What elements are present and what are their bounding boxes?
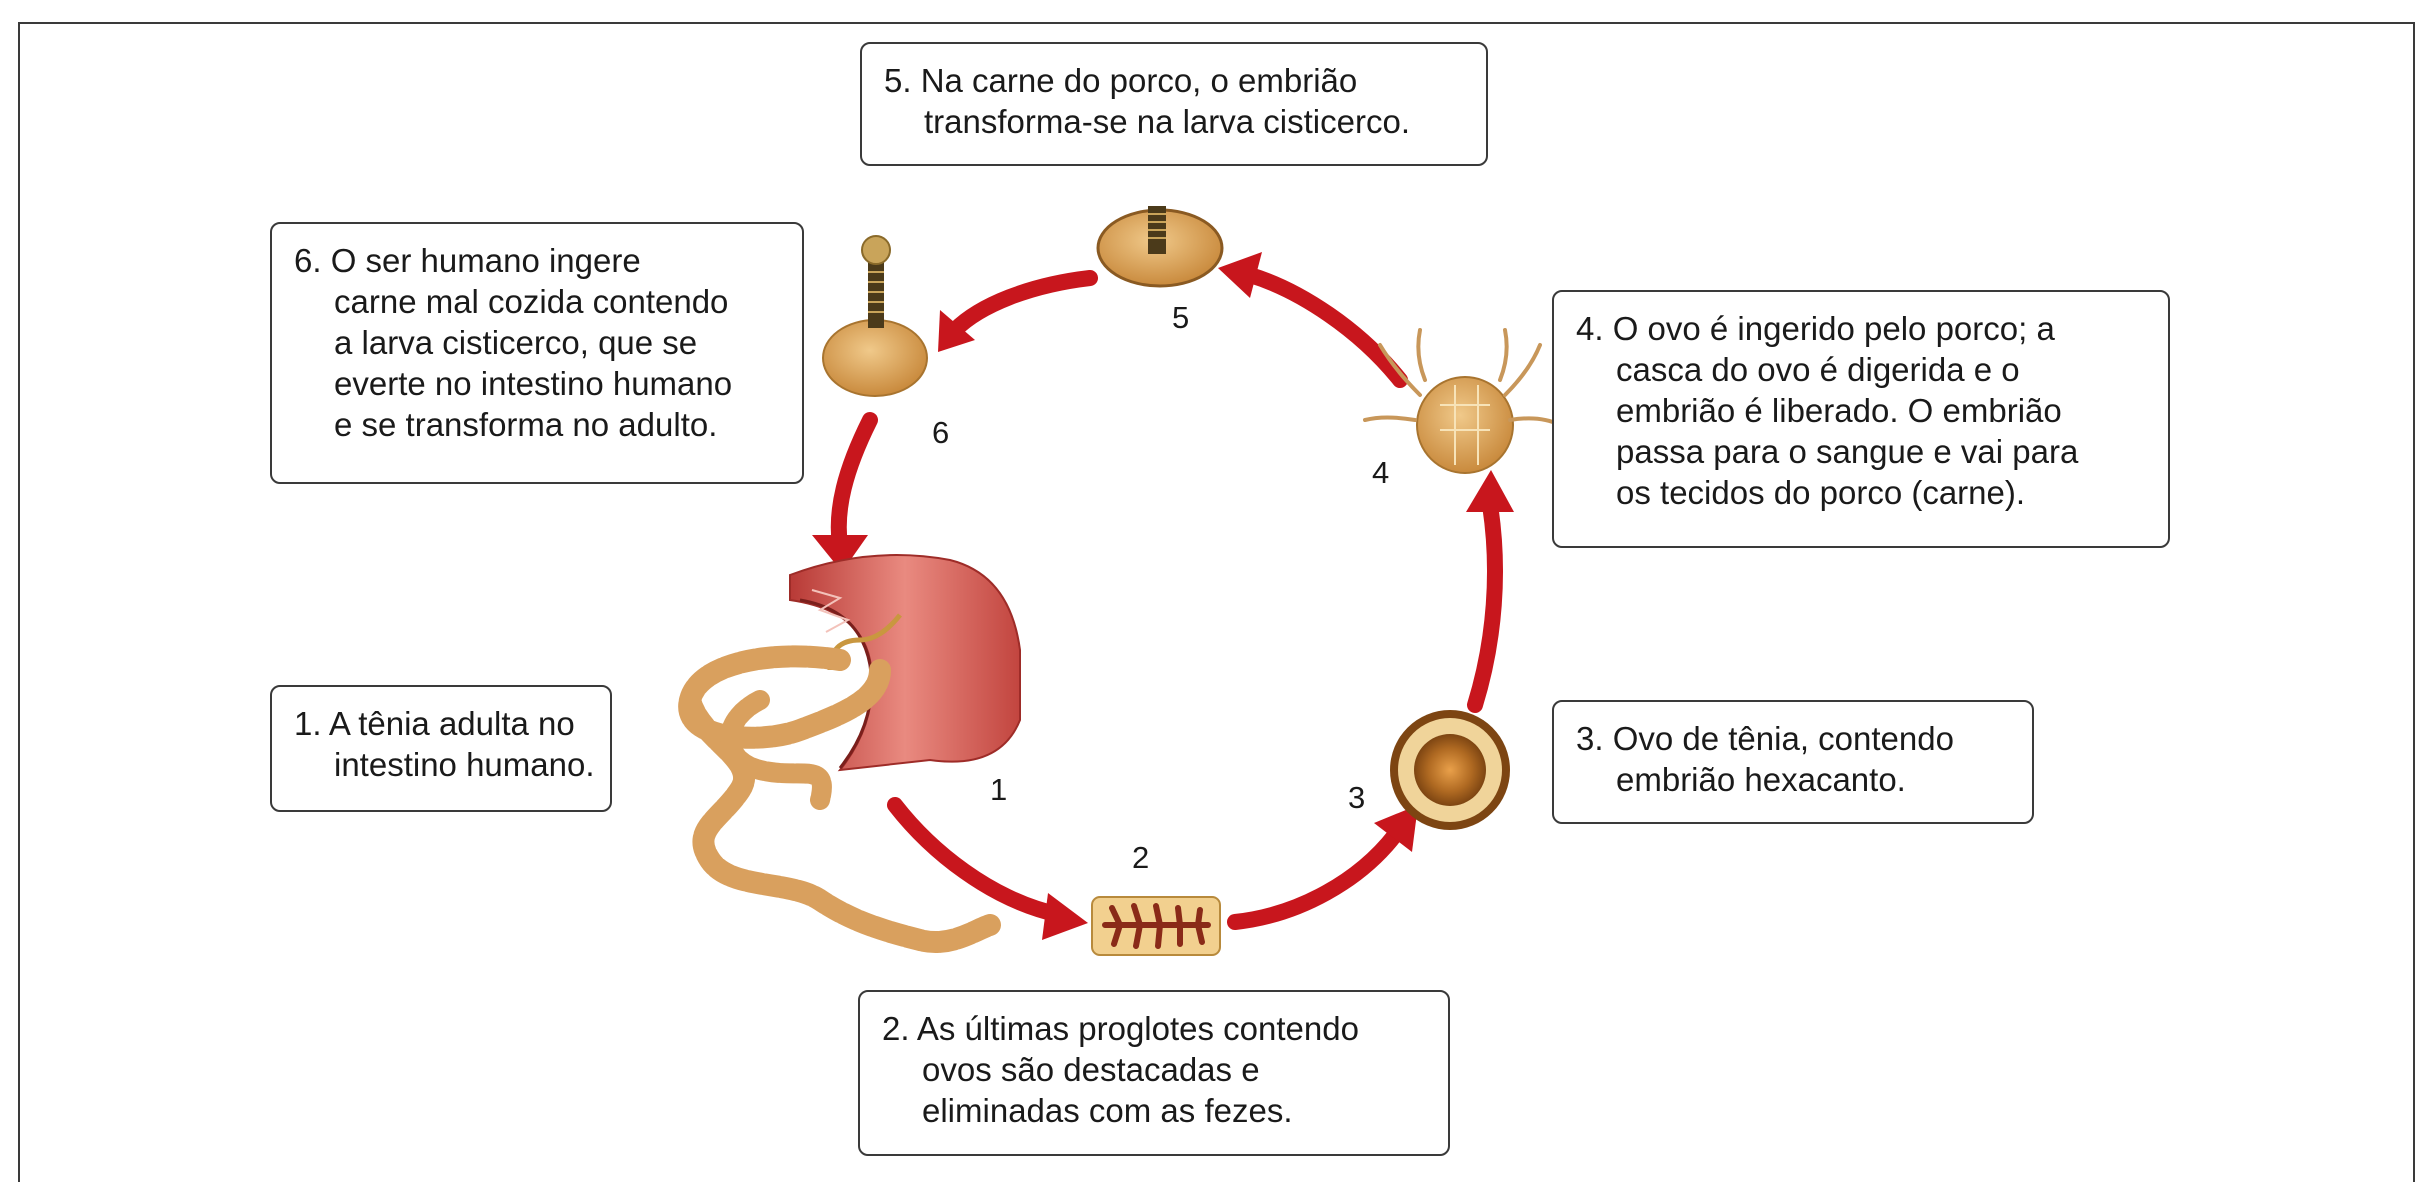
step-2-line-2: ovos são destacadas e xyxy=(922,1051,1260,1088)
stage-number-5: 5 xyxy=(1172,300,1190,335)
step-2-line-1: 2. As últimas proglotes contendo xyxy=(882,1010,1359,1047)
step-3-line-2: embrião hexacanto. xyxy=(1616,761,1906,798)
step-3-caption: 3. Ovo de tênia, contendo embrião hexaca… xyxy=(1552,700,2034,824)
stage-number-1: 1 xyxy=(990,772,1008,807)
step-6-caption: 6. O ser humano ingere carne mal cozida … xyxy=(270,222,804,484)
arrow-6-to-1 xyxy=(812,412,878,572)
stage-number-3: 3 xyxy=(1348,780,1366,815)
diagram-frame xyxy=(18,22,2415,1182)
step-1-line-1: 1. A tênia adulta no xyxy=(294,705,575,742)
step-4-line-1: 4. O ovo é ingerido pelo porco; a xyxy=(1576,310,2055,347)
arrow-3-to-4 xyxy=(1466,470,1514,713)
stage-number-2: 2 xyxy=(1132,840,1150,875)
arrow-1-to-2 xyxy=(887,797,1088,940)
arrow-4-to-5 xyxy=(1218,252,1408,388)
step-2-line-3: eliminadas com as fezes. xyxy=(922,1092,1293,1129)
cysticercus-larva xyxy=(1096,206,1224,288)
step-3-line-1: 3. Ovo de tênia, contendo xyxy=(1576,720,1954,757)
intestine-with-adult-tapeworm xyxy=(678,554,1021,953)
step-5-line-2: transforma-se na larva cisticerco. xyxy=(924,103,1410,140)
step-4-line-3: embrião é liberado. O embrião xyxy=(1616,392,2062,429)
step-2-caption: 2. As últimas proglotes contendo ovos sã… xyxy=(858,990,1450,1156)
stage-number-4: 4 xyxy=(1372,455,1390,490)
step-6-line-1: 6. O ser humano ingere xyxy=(294,242,641,279)
step-1-caption: 1. A tênia adulta no intestino humano. xyxy=(270,685,612,812)
step-4-line-5: os tecidos do porco (carne). xyxy=(1616,474,2026,511)
step-6-line-4: everte no intestino humano xyxy=(334,365,733,402)
step-6-line-3: a larva cisticerco, que se xyxy=(334,324,698,361)
step-1-line-2: intestino humano. xyxy=(334,746,595,783)
everted-cysticercus xyxy=(822,235,928,397)
hexacanth-embryo xyxy=(1363,328,1562,474)
step-4-line-2: casca do ovo é digerida e o xyxy=(1616,351,2020,388)
step-6-line-2: carne mal cozida contendo xyxy=(334,283,729,320)
arrow-2-to-3 xyxy=(1227,805,1418,930)
stage-number-6: 6 xyxy=(932,415,950,450)
step-4-line-4: passa para o sangue e vai para xyxy=(1616,433,2079,470)
step-5-line-1: 5. Na carne do porco, o embrião xyxy=(884,62,1358,99)
step-4-caption: 4. O ovo é ingerido pelo porco; a casca … xyxy=(1552,290,2170,548)
step-5-caption: 5. Na carne do porco, o embrião transfor… xyxy=(860,42,1488,166)
arrow-5-to-6 xyxy=(938,270,1098,352)
step-6-line-5: e se transforma no adulto. xyxy=(334,406,718,443)
gravid-proglottid xyxy=(1091,896,1221,956)
tapeworm-egg xyxy=(1390,710,1510,830)
